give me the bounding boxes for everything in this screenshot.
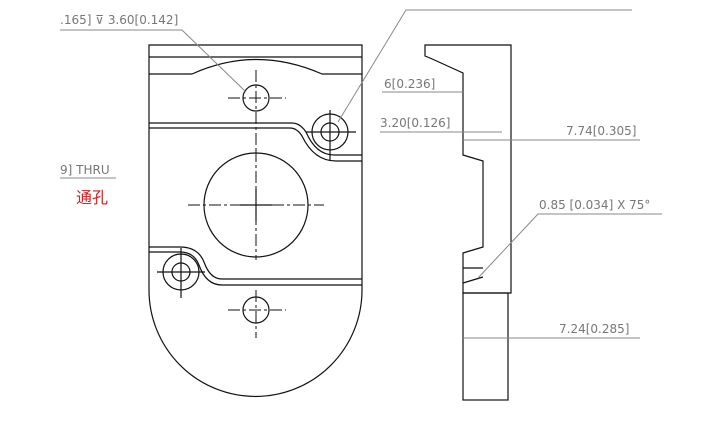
upper-small-hole	[228, 70, 286, 150]
center-bore	[188, 150, 324, 260]
dim-7-74: 7.74[0.305]	[566, 124, 636, 138]
thru-callout: 9] THRU	[60, 163, 110, 177]
thru-chinese-note: 通孔	[76, 188, 108, 207]
dimensions	[60, 9, 662, 339]
dim-7-24: 7.24[0.285]	[559, 322, 629, 336]
front-view	[148, 44, 363, 398]
dim-6: 6[0.236]	[384, 77, 435, 91]
lower-small-hole	[228, 290, 286, 338]
top-hole-callout: .165] ⊽ 3.60[0.142]	[60, 13, 178, 27]
side-view	[424, 44, 512, 401]
counterbore-hole-left	[157, 248, 205, 298]
dim-3-20: 3.20[0.126]	[380, 116, 450, 130]
chamfer-callout: 0.85 [0.034] X 75°	[539, 198, 650, 212]
counterbore-hole-right	[306, 110, 356, 160]
